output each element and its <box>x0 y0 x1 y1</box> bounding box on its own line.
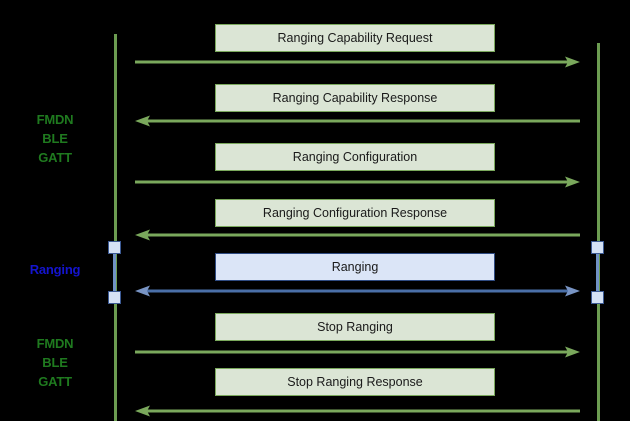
message-box-ranging: Ranging <box>215 253 495 281</box>
message-arrow-left-7 <box>135 405 580 417</box>
phase-label-fmdn-ble-gatt-bottom: FMDN BLE GATT <box>36 336 74 389</box>
activation-bar-left <box>113 247 116 297</box>
activation-node-right-end <box>591 291 604 304</box>
message-box-ranging-configuration-response: Ranging Configuration Response <box>215 199 495 227</box>
message-arrow-left-2 <box>135 115 580 127</box>
message-box-ranging-capability-request: Ranging Capability Request <box>215 24 495 52</box>
message-box-stop-ranging-response: Stop Ranging Response <box>215 368 495 396</box>
message-box-ranging-capability-response: Ranging Capability Response <box>215 84 495 112</box>
activation-node-left-start <box>108 241 121 254</box>
right-lifeline <box>597 43 600 421</box>
phase-label-fmdn-ble-gatt-top: FMDN BLE GATT <box>36 112 74 165</box>
message-arrow-right-6 <box>135 346 580 358</box>
message-arrow-right-3 <box>135 176 580 188</box>
activation-bar-right <box>596 247 599 297</box>
message-box-ranging-configuration: Ranging Configuration <box>215 143 495 171</box>
left-lifeline <box>114 34 117 421</box>
message-box-stop-ranging: Stop Ranging <box>215 313 495 341</box>
activation-node-left-end <box>108 291 121 304</box>
message-arrow-left-4 <box>135 229 580 241</box>
phase-label-ranging: Ranging <box>29 262 81 277</box>
activation-node-right-start <box>591 241 604 254</box>
message-arrow-right-1 <box>135 56 580 68</box>
message-arrow-bidirectional-5 <box>135 285 580 297</box>
